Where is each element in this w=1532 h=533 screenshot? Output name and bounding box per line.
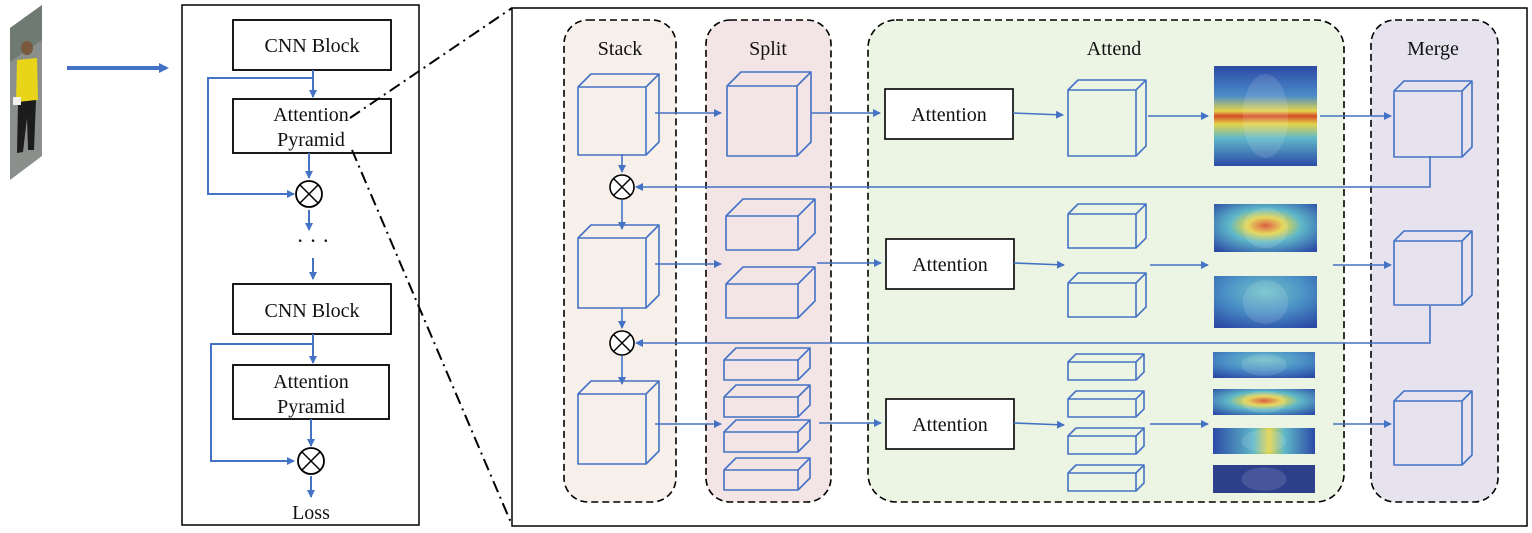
loss-label: Loss	[292, 502, 330, 524]
attention-box-2-label: Attention	[912, 254, 988, 276]
flow-arrows	[618, 109, 1431, 429]
heatmap-3c-silhouette	[1241, 430, 1287, 452]
heatmap-3d-silhouette	[1241, 467, 1287, 491]
split-cube-3a	[723, 347, 811, 381]
split-cube-2b	[725, 266, 816, 319]
heatmap-3a-silhouette	[1241, 354, 1287, 376]
attention-box-1	[884, 88, 1014, 140]
split-cube-3c	[723, 419, 811, 453]
left-connections-top	[207, 70, 317, 280]
zoom-lines	[349, 7, 513, 526]
merge-stage	[1370, 19, 1499, 503]
heatmap-3a	[1213, 352, 1315, 378]
right-panel	[511, 7, 1528, 527]
attend-cube-3d	[1067, 464, 1145, 492]
multiply-icon-4	[609, 330, 635, 356]
merge-cube-3	[1393, 390, 1473, 466]
attention-pyramid-2-label-2: Pyramid	[277, 396, 345, 418]
heatmap-3b	[1213, 389, 1315, 415]
attend-cube-3b	[1067, 390, 1145, 418]
attend-cube-3a	[1067, 353, 1145, 381]
person-image	[10, 5, 42, 180]
attention-box-1-label: Attention	[911, 104, 987, 126]
stack-title: Stack	[598, 38, 642, 60]
left-panel	[181, 4, 420, 526]
attend-cube-1	[1067, 79, 1147, 157]
split-cube-3b	[723, 384, 811, 418]
stack-cube-1	[577, 73, 660, 156]
multiply-icon-2	[297, 447, 325, 475]
attention-pyramid-1-label-1: Attention	[273, 104, 349, 126]
cnn-block-1	[232, 19, 392, 71]
attention-box-3-label: Attention	[912, 414, 988, 436]
multiply-icon-1	[295, 180, 323, 208]
ellipsis: · · ·	[297, 228, 330, 253]
merge-title: Merge	[1407, 38, 1459, 60]
attention-pyramid-2	[232, 364, 390, 420]
attention-box-3	[885, 398, 1015, 450]
heatmap-1-silhouette	[1242, 74, 1289, 158]
heatmap-3d	[1213, 465, 1315, 493]
heatmap-2b	[1214, 276, 1317, 328]
heatmap-group	[1213, 66, 1317, 493]
heatmap-2b-silhouette	[1242, 280, 1289, 324]
heatmap-1	[1214, 66, 1317, 166]
attention-box-2	[885, 238, 1015, 290]
attend-title: Attend	[1087, 38, 1141, 60]
left-connections-bottom	[210, 334, 317, 498]
heatmap-3c	[1213, 428, 1315, 454]
attend-cube-3c	[1067, 427, 1145, 455]
merge-cube-2	[1393, 230, 1473, 306]
heatmap-2a	[1214, 204, 1317, 252]
cnn-block-2-label: CNN Block	[265, 300, 360, 322]
heatmap-2a-silhouette	[1242, 207, 1289, 249]
cnn-block-1-label: CNN Block	[265, 35, 360, 57]
cnn-block-2	[232, 283, 392, 335]
attend-cube-2b	[1067, 272, 1147, 318]
merge-cube-1	[1393, 80, 1473, 158]
split-title: Split	[749, 38, 787, 60]
multiply-icon-3	[609, 174, 635, 200]
split-cube-1	[726, 71, 812, 157]
cube-group	[577, 71, 1473, 492]
heatmap-3b-silhouette	[1241, 391, 1287, 413]
split-stage	[705, 19, 832, 503]
split-cube-2a	[725, 198, 816, 251]
split-cube-3d	[723, 457, 811, 491]
attention-pyramid-2-label-1: Attention	[273, 371, 349, 393]
attention-pyramid-1-label-2: Pyramid	[277, 129, 345, 151]
attend-cube-2a	[1067, 203, 1147, 249]
